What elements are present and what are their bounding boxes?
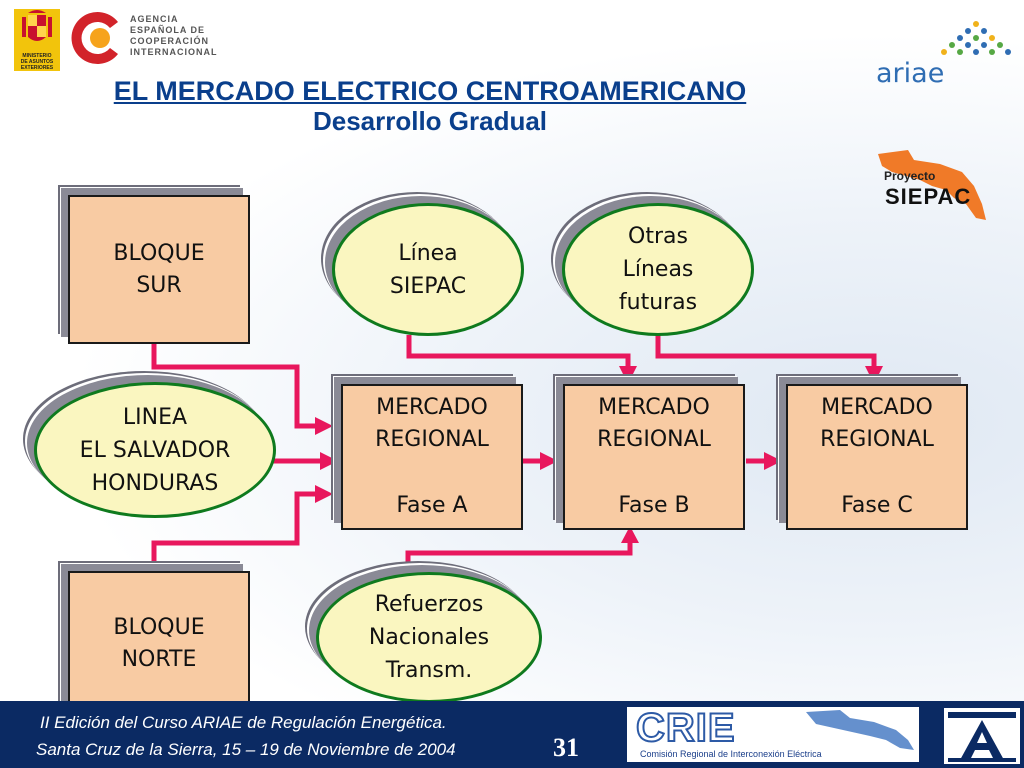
ariae-dots-icon xyxy=(941,21,1011,55)
bloque-norte-box: BLOQUE NORTE xyxy=(68,571,250,717)
node-label-line: MERCADO xyxy=(376,395,488,420)
arrowhead xyxy=(619,366,637,384)
connector-linea-siepac xyxy=(406,335,631,368)
node-label-line: Otras xyxy=(628,224,688,249)
node-label-line: futuras xyxy=(618,290,698,315)
crie-map-icon xyxy=(806,710,914,750)
crie-logo-subtitle: Comisión Regional de Interconexión Eléct… xyxy=(640,749,822,759)
institution-emblem-icon xyxy=(944,708,1020,764)
agency-name-line: INTERNACIONAL xyxy=(130,47,218,57)
title-main: EL MERCADO ELECTRICO CENTROAMERICANO xyxy=(113,76,747,106)
arrowhead xyxy=(540,452,558,470)
slide-title: EL MERCADO ELECTRICO CENTROAMERICANO Des… xyxy=(0,76,860,136)
node-label-line: EL SALVADOR xyxy=(79,437,231,463)
crie-logo-text: CRIE xyxy=(635,705,736,751)
ministry-logo: MINISTERIO DE ASUNTOS EXTERIORES xyxy=(14,9,60,71)
ministry-label-line: DE ASUNTOS xyxy=(20,59,54,65)
mercado-fase-c-box: MERCADO REGIONAL Fase C xyxy=(786,384,968,530)
node-phase-label: Fase C xyxy=(841,493,913,518)
title-subtitle: Desarrollo Gradual xyxy=(312,106,548,136)
connector-bloque-norte xyxy=(151,491,317,571)
node-label-line: Transm. xyxy=(385,658,473,683)
linea-el-salvador-honduras-oval: LINEA EL SALVADOR HONDURAS xyxy=(34,382,276,518)
node-label-line: REGIONAL xyxy=(375,427,489,452)
arrowhead xyxy=(320,452,338,470)
node-label-line: MERCADO xyxy=(821,395,933,420)
arrowhead xyxy=(865,366,883,384)
siepac-logo-small: Proyecto xyxy=(884,169,936,183)
agency-name-line: COOPERACIÓN xyxy=(130,36,210,46)
aeci-logo-icon xyxy=(71,12,118,64)
agency-name-line: AGENCIA xyxy=(130,14,179,24)
connector-otras-lineas xyxy=(655,335,877,368)
node-label-line: Refuerzos xyxy=(374,592,484,617)
node-phase-label: Fase B xyxy=(618,493,690,518)
linea-siepac-oval: Línea SIEPAC xyxy=(332,203,524,336)
node-phase-label: Fase A xyxy=(396,493,468,518)
mercado-fase-a-box: MERCADO REGIONAL Fase A xyxy=(341,384,523,530)
node-label-line: SIEPAC xyxy=(389,273,467,299)
arrowhead xyxy=(315,485,333,503)
node-label-line: Líneas xyxy=(622,257,694,282)
ministry-label-line: MINISTERIO xyxy=(22,53,52,59)
node-label-line: SUR xyxy=(136,272,182,298)
node-label-line: REGIONAL xyxy=(597,427,711,452)
central-america-map-icon xyxy=(878,150,986,220)
node-label-line: HONDURAS xyxy=(91,470,219,496)
node-label-line: LINEA xyxy=(122,404,188,430)
otras-lineas-oval: Otras Líneas futuras xyxy=(562,203,754,336)
node-label-line: BLOQUE xyxy=(113,615,205,640)
node-label-line: BLOQUE xyxy=(113,240,205,266)
ariae-logo-text: ariae xyxy=(876,58,945,89)
footer-course-line: II Edición del Curso ARIAE de Regulación… xyxy=(40,713,447,732)
arrowhead xyxy=(621,526,639,543)
node-label-line: REGIONAL xyxy=(820,427,934,452)
node-label-line: Nacionales xyxy=(368,625,490,650)
node-label-line: Línea xyxy=(398,240,458,266)
connector-refuerzos xyxy=(405,540,633,568)
mercado-fase-b-box: MERCADO REGIONAL Fase B xyxy=(563,384,745,530)
siepac-logo-big: SIEPAC xyxy=(885,184,972,209)
arrowhead xyxy=(764,452,782,470)
footer-location-line: Santa Cruz de la Sierra, 15 – 19 de Novi… xyxy=(36,740,456,759)
page-number: 31 xyxy=(553,733,579,762)
connector-bloque-sur xyxy=(151,343,317,429)
agency-name: AGENCIA ESPAÑOLA DE COOPERACIÓN INTERNAC… xyxy=(130,14,218,58)
bloque-sur-box: BLOQUE SUR xyxy=(68,195,250,344)
node-label-line: MERCADO xyxy=(598,395,710,420)
ministry-label-line: EXTERIORES xyxy=(20,65,54,71)
coat-of-arms-icon xyxy=(22,10,52,41)
agency-name-line: ESPAÑOLA DE xyxy=(130,25,206,35)
refuerzos-nacionales-oval: Refuerzos Nacionales Transm. xyxy=(316,572,542,703)
arrowhead xyxy=(315,417,333,435)
node-label-line: NORTE xyxy=(121,647,197,672)
